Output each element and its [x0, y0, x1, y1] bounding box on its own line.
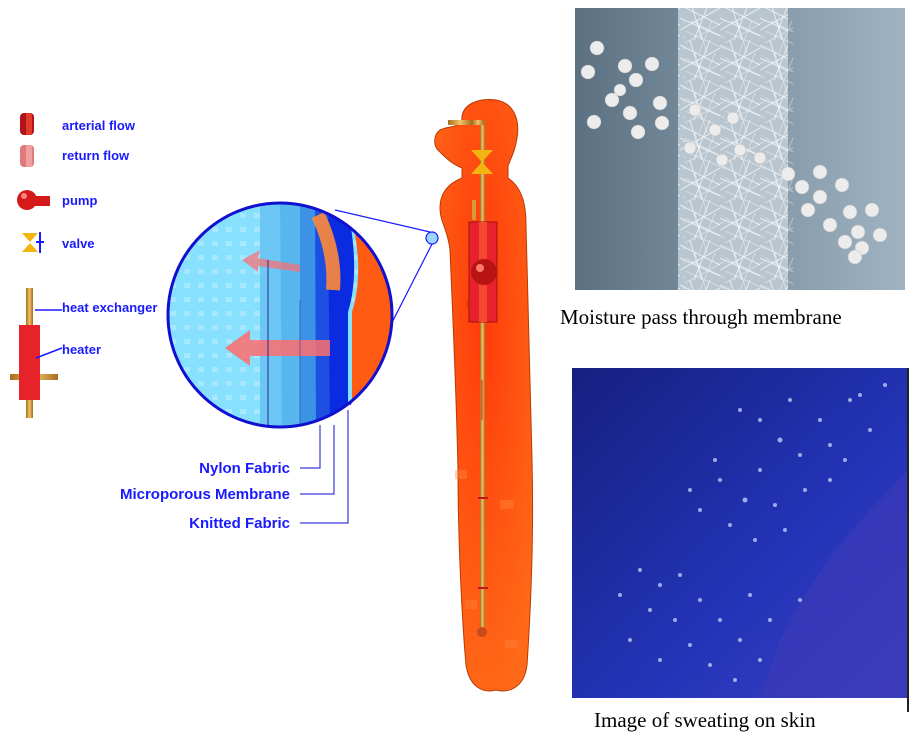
legend-heater: heater — [62, 342, 101, 357]
label-nylon-fabric: Nylon Fabric — [199, 460, 290, 477]
legend: arterial flow return flow pump valve hea… — [10, 113, 157, 418]
magnified-fabric-section — [160, 195, 410, 445]
sweat-photo — [572, 368, 908, 712]
body-pump-icon — [471, 259, 497, 285]
heat-exchanger-icon — [10, 288, 62, 418]
valve-icon — [22, 232, 44, 253]
arterial-flow-icon — [20, 113, 34, 135]
legend-arterial-flow: arterial flow — [62, 118, 136, 133]
return-flow-icon — [20, 145, 34, 167]
sweat-photo-caption: Image of sweating on skin — [594, 708, 816, 733]
legend-valve: valve — [62, 236, 95, 251]
legend-return-flow: return flow — [62, 148, 130, 163]
legend-heat-exchanger: heat exchanger — [62, 300, 157, 315]
pump-icon — [17, 190, 50, 210]
membrane-photo — [575, 8, 905, 303]
label-knitted-fabric: Knitted Fabric — [189, 515, 290, 532]
label-microporous-membrane: Microporous Membrane — [120, 486, 290, 503]
legend-pump: pump — [62, 193, 97, 208]
membrane-photo-caption: Moisture pass through membrane — [560, 305, 842, 330]
layer-callouts — [300, 410, 348, 523]
